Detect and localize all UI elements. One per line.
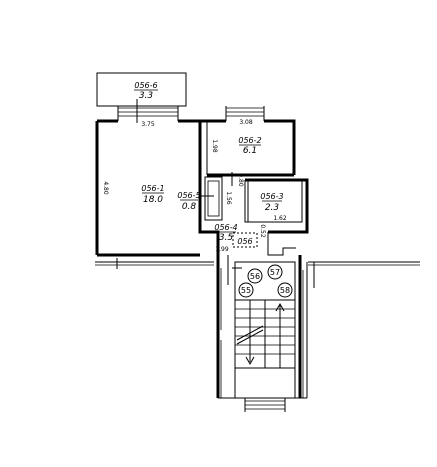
dim-hall-note: 0.52 <box>259 224 266 238</box>
closet-walls <box>200 176 223 221</box>
neighbor-57: 57 <box>270 268 280 277</box>
room-4-id: 056-4 <box>214 223 237 232</box>
apartment-number: 056 <box>237 237 252 246</box>
room-5-id: 056-5 <box>177 191 200 200</box>
room-2-id: 056-2 <box>238 136 261 145</box>
dim-room3-width: 1.62 <box>273 215 287 222</box>
dim-bath-note: 0.80 <box>237 173 244 187</box>
dim-bath-depth: 1.56 <box>225 191 232 205</box>
window-stair <box>218 397 307 412</box>
room-6-area: 3.3 <box>139 91 154 101</box>
dim-room2-depth: 1.98 <box>211 139 218 153</box>
dim-room1-depth: 4.80 <box>102 181 109 195</box>
room-6-id: 056-6 <box>134 81 157 90</box>
neighbor-55: 55 <box>241 286 251 295</box>
balcony <box>96 72 187 123</box>
room-3-id: 056-3 <box>260 192 283 201</box>
apartment-walls <box>95 119 309 257</box>
window-room-2 <box>225 106 265 121</box>
room-4-area: 3.5 <box>219 233 234 243</box>
room-1-id: 056-1 <box>141 184 164 193</box>
neighbor-markers <box>238 264 293 298</box>
stair-core <box>95 232 420 398</box>
dim-room2-width: 3.08 <box>239 119 253 126</box>
room-3-area: 2.3 <box>265 203 280 213</box>
room-3-walls <box>247 179 303 223</box>
dim-hall-width: 1.99 <box>215 246 229 253</box>
neighbor-58: 58 <box>280 286 290 295</box>
apartment-number-box <box>232 232 258 248</box>
room-1-area: 18.0 <box>143 195 163 205</box>
room-5-area: 0.8 <box>182 202 197 212</box>
stair-flights <box>234 299 296 399</box>
room-2-area: 6.1 <box>243 146 257 156</box>
dim-balcony-width: 3.75 <box>141 121 155 128</box>
neighbor-56: 56 <box>250 272 260 281</box>
